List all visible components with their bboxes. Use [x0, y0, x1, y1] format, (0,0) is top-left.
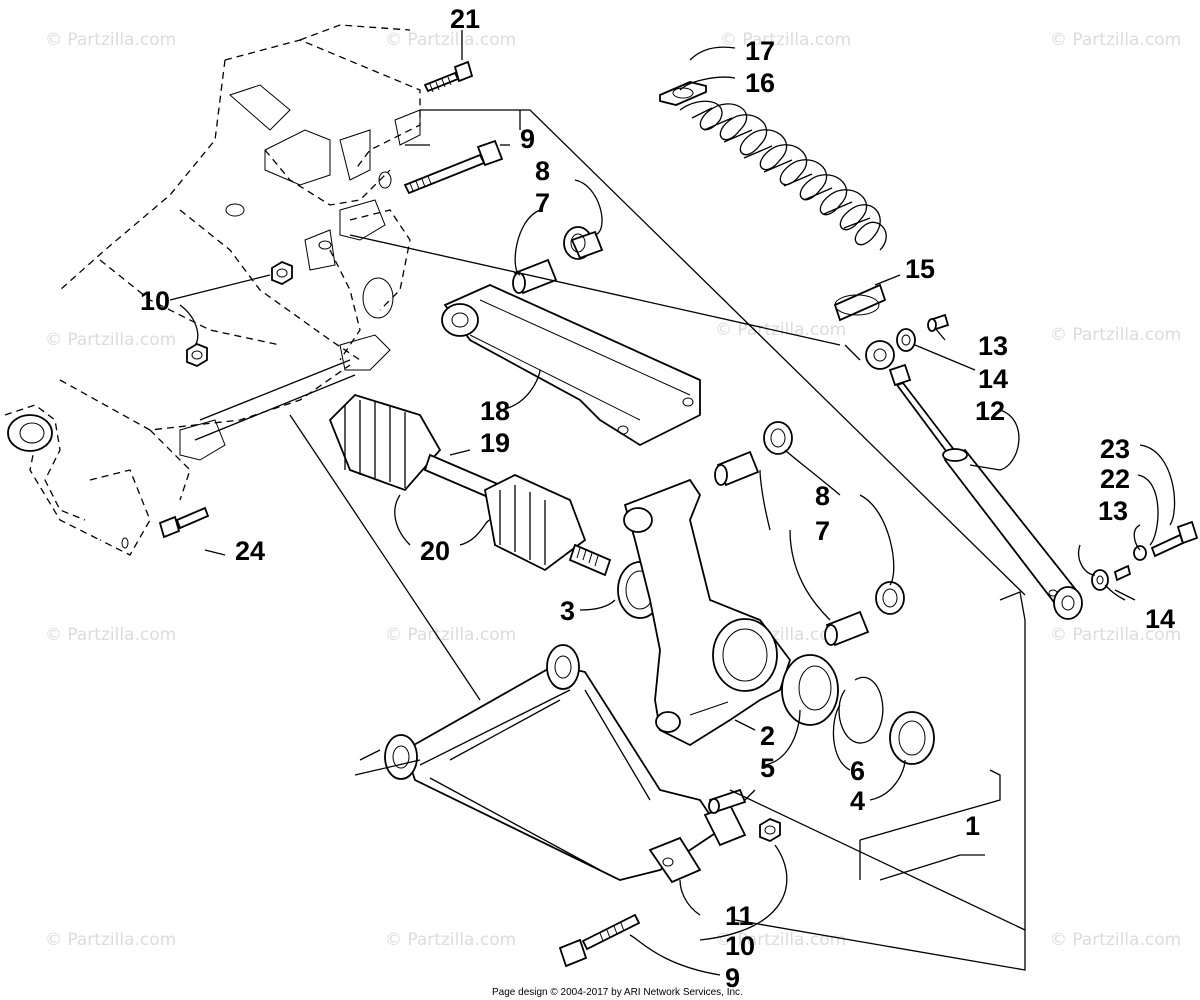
- leader-lines: [169, 30, 1176, 976]
- callout-9-top: 9: [520, 124, 535, 154]
- watermark: © Partzilla.com: [385, 625, 516, 645]
- callout-5: 5: [760, 753, 775, 783]
- callout-21: 21: [450, 4, 480, 34]
- snap-ring-6: [838, 676, 884, 744]
- callout-22: 22: [1100, 464, 1130, 494]
- watermark: © Partzilla.com: [385, 30, 516, 50]
- watermark: © Partzilla.com: [1050, 930, 1181, 950]
- callout-8-top: 8: [535, 156, 550, 186]
- nut-10-bottom: [759, 817, 781, 843]
- callout-7-top: 7: [535, 188, 550, 218]
- callout-1: 1: [965, 811, 980, 841]
- callout-2: 2: [760, 721, 775, 751]
- watermark: © Partzilla.com: [45, 30, 176, 50]
- watermark: © Partzilla.com: [715, 930, 846, 950]
- watermark: © Partzilla.com: [1050, 325, 1181, 345]
- spring-16: [659, 81, 887, 322]
- callout-7-mid: 7: [815, 516, 830, 546]
- hardware-13-14-top: [896, 313, 950, 352]
- callout-13-right: 13: [1098, 496, 1128, 526]
- copyright-footer: Page design © 2004-2017 by ARI Network S…: [492, 987, 743, 998]
- callout-12: 12: [975, 396, 1005, 426]
- callout-20: 20: [420, 536, 450, 566]
- callout-13-top: 13: [978, 331, 1008, 361]
- watermark: © Partzilla.com: [45, 930, 176, 950]
- bolt-24: [158, 506, 210, 539]
- watermark: © Partzilla.com: [45, 330, 176, 350]
- callout-8-mid: 8: [815, 481, 830, 511]
- callout-16: 16: [745, 68, 775, 98]
- callout-10-top: 10: [140, 286, 170, 316]
- shock-absorber-12: [865, 340, 1083, 620]
- watermark: © Partzilla.com: [715, 320, 846, 340]
- bolt-21: [423, 60, 474, 93]
- watermark: © Partzilla.com: [720, 30, 851, 50]
- watermark: © Partzilla.com: [1050, 30, 1181, 50]
- callout-9-bottom: 9: [725, 963, 740, 993]
- callout-15: 15: [905, 254, 935, 284]
- callout-17: 17: [745, 36, 775, 66]
- nut-10-top: [186, 260, 293, 368]
- bushing-7-8-top: [512, 226, 604, 295]
- watermark: © Partzilla.com: [385, 930, 516, 950]
- callout-10-bottom: 10: [725, 931, 755, 961]
- knuckle-2: [623, 478, 792, 747]
- bolt-9-bottom: [558, 913, 641, 968]
- callout-18: 18: [480, 396, 510, 426]
- callout-labels: 21 17 16 9 8 7 10 15 13 14 12 18 19 23 2…: [140, 4, 1175, 993]
- sleeve-11: [708, 788, 747, 814]
- watermark: © Partzilla.com: [45, 625, 176, 645]
- upper-arm-18: [441, 284, 701, 447]
- bushing-7-8-mid-upper: [714, 421, 793, 487]
- bushing-7-8-mid-lower: [824, 581, 905, 647]
- callout-6: 6: [850, 756, 865, 786]
- callout-19: 19: [480, 428, 510, 458]
- callout-14-top: 14: [978, 364, 1008, 394]
- callout-24: 24: [235, 536, 265, 566]
- bolt-9-top: [403, 139, 504, 195]
- callout-11: 11: [725, 901, 754, 931]
- bearing-5: [781, 654, 839, 726]
- watermark-layer: © Partzilla.com © Partzilla.com © Partzi…: [45, 30, 1181, 950]
- axle-19-20: [328, 393, 612, 577]
- callout-4: 4: [850, 786, 865, 816]
- callout-3: 3: [560, 596, 575, 626]
- exhaust-pipe: [7, 414, 53, 452]
- frame-chassis: [4, 24, 421, 556]
- hardware-right: [1091, 520, 1199, 591]
- callout-14-right: 14: [1145, 604, 1175, 634]
- watermark: © Partzilla.com: [1050, 625, 1181, 645]
- lower-a-arm: [384, 644, 747, 884]
- seal-4: [889, 711, 935, 765]
- callout-23: 23: [1100, 434, 1130, 464]
